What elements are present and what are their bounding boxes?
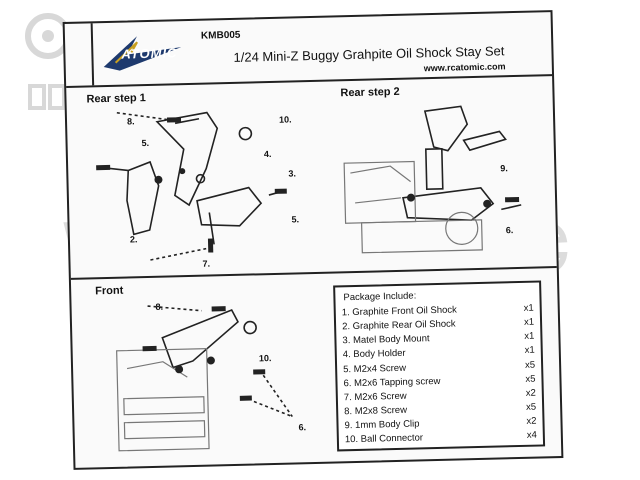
package-item-qty: x1 [524, 330, 535, 342]
callout-rear1-4: 4. [263, 148, 272, 160]
header: ATOMIC KMB005 1/24 Mini-Z Buggy Grahpite… [93, 16, 544, 85]
callout-front-10: 10. [258, 353, 272, 364]
package-item-qty: x2 [526, 415, 537, 427]
package-item-name: 3. Matel Body Mount [342, 333, 430, 347]
package-item-name: 4. Body Holder [342, 347, 406, 361]
callout-rear1-2: 2. [129, 234, 138, 245]
callout-rear1-5a: 5. [141, 137, 150, 149]
callout-rear2-9: 9. [500, 163, 508, 174]
rear-step-1-label: Rear step 1 [86, 92, 146, 106]
callout-rear1-10: 10. [278, 114, 292, 125]
rear-step-1-diagram [96, 111, 287, 261]
callout-rear1-7: 7. [202, 258, 211, 269]
callout-rear1-3: 3. [288, 168, 297, 179]
package-item-name: 9. 1mm Body Clip [344, 418, 420, 432]
package-item-qty: x1 [523, 316, 535, 328]
package-item-qty: x5 [524, 359, 536, 371]
front-diagram [116, 305, 293, 452]
instruction-sheet: ATOMIC KMB005 1/24 Mini-Z Buggy Grahpite… [62, 10, 564, 470]
model-code: KMB005 [200, 29, 241, 42]
package-item-name: 7. M2x6 Screw [343, 390, 407, 404]
package-item-name: 8. M2x8 Screw [344, 404, 408, 418]
callout-rear1-8: 8. [126, 116, 135, 127]
package-item-qty: x5 [525, 401, 537, 413]
brand-name: ATOMIC [121, 45, 178, 62]
website: www.rcatomic.com [423, 61, 506, 74]
package-item-name: 10. Ball Connector [344, 432, 424, 446]
package-item-qty: x4 [526, 429, 537, 441]
package-item-qty: x5 [525, 373, 536, 385]
package-item-name: 2. Graphite Rear Oil Shock [341, 318, 456, 333]
callout-rear2-6: 6. [505, 225, 514, 236]
callout-front-8: 8. [155, 301, 164, 312]
rear-step-2-label: Rear step 2 [340, 85, 400, 100]
package-item-name: 6. M2x6 Tapping screw [343, 375, 441, 390]
package-item-qty: x2 [525, 387, 536, 399]
package-item-qty: x1 [523, 302, 534, 314]
package-item-qty: x1 [524, 344, 535, 356]
package-list: Package Include: 1. Graphite Front Oil S… [333, 280, 546, 452]
front-label: Front [95, 284, 124, 298]
package-title: Package Include: [343, 290, 417, 304]
package-item-name: 5. M2x4 Screw [343, 362, 407, 376]
atomic-logo: ATOMIC [97, 31, 186, 73]
package-item-name: 1. Graphite Front Oil Shock [341, 304, 457, 319]
callout-rear1-5b: 5. [291, 214, 300, 225]
callout-front-6: 6. [298, 422, 307, 433]
rear-step-2-diagram [343, 105, 522, 254]
